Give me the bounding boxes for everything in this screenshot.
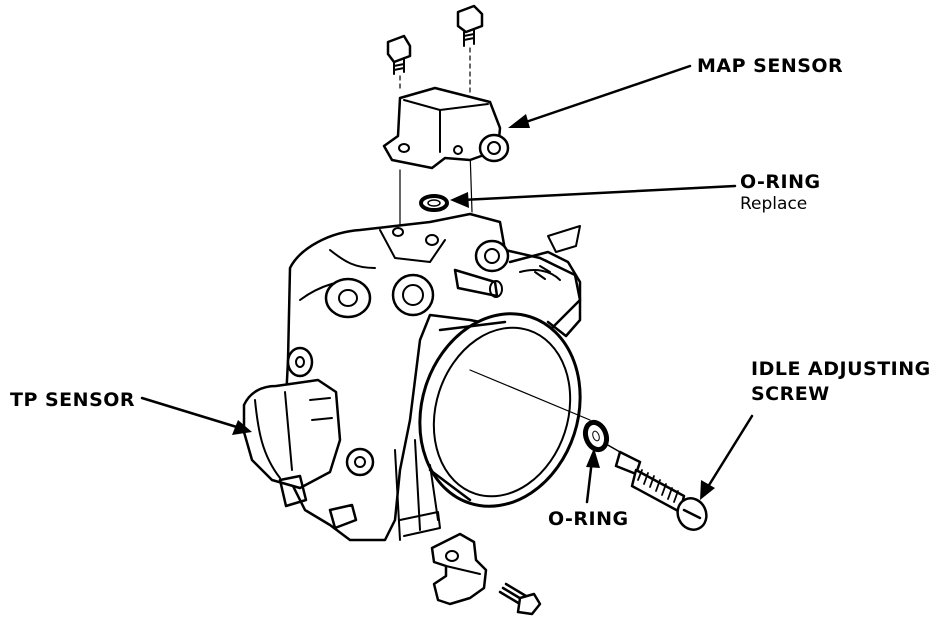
leader-arrow-o-ring-bottom [585, 448, 600, 504]
replace-note: Replace [740, 194, 808, 214]
leader-arrow-map [508, 64, 692, 128]
leader-arrow-o-ring-top [450, 184, 737, 208]
lower-bolt [498, 582, 542, 616]
idle-adjusting-label-line1: IDLE ADJUSTING [751, 358, 931, 380]
lower-bracket [430, 532, 488, 606]
leader-arrow-tp-sensor [140, 396, 252, 435]
idle-adjusting-label-line2: SCREW [751, 383, 830, 405]
idle-adjusting-screw [605, 443, 708, 531]
o-ring-top-part [419, 194, 449, 212]
tp-sensor-label: TP SENSOR [10, 389, 136, 411]
leader-arrow-idle-screw [700, 414, 754, 500]
map-sensor-assembly [382, 4, 510, 227]
o-ring-bottom-label: O-RING [548, 508, 629, 530]
map-bolt-left [386, 34, 412, 75]
map-bolt-right [456, 4, 484, 47]
tp-sensor [242, 346, 342, 508]
throttle-body [242, 212, 591, 542]
o-ring-top-label: O-RING [740, 171, 821, 193]
o-ring-bottom-part [582, 419, 610, 453]
map-sensor-label: MAP SENSOR [697, 55, 844, 77]
